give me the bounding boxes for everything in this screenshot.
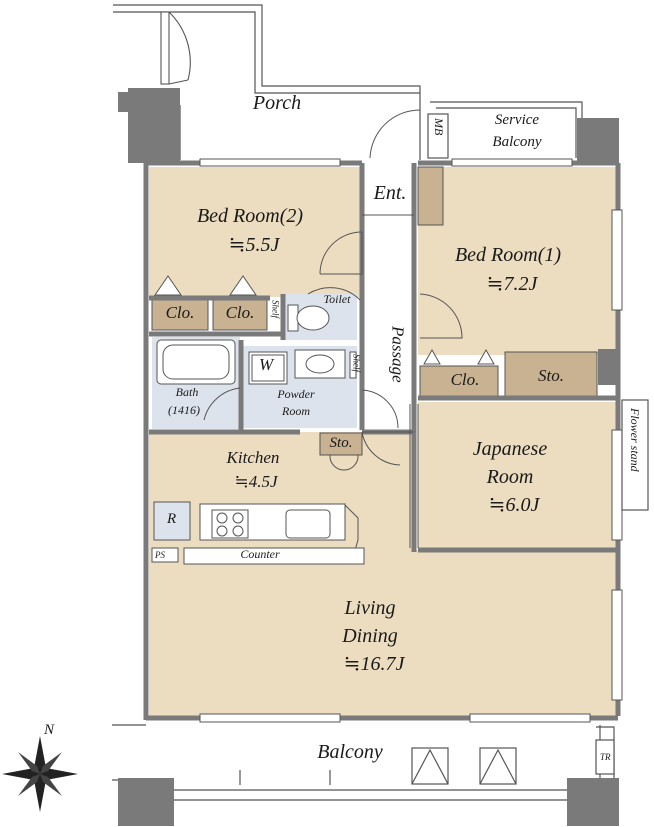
living-label: Living (344, 597, 396, 619)
passage-label: Passage (388, 326, 408, 383)
kitchen-name: Kitchen (226, 448, 280, 467)
closet-a-label: Clo. (165, 303, 195, 322)
storage-a-label: Sto. (329, 435, 353, 451)
service-balcony-label-1: Service (494, 112, 540, 128)
bedroom1-floor (418, 167, 616, 355)
gate-door (160, 11, 191, 85)
entrance-area (362, 214, 414, 433)
mb-box (427, 113, 449, 159)
closet-hinges (154, 275, 495, 365)
closet-a-block (151, 297, 209, 331)
balcony-label: Balcony (317, 741, 383, 763)
powder-room-label-2: Room (282, 404, 310, 418)
storage-a-block (319, 432, 363, 456)
bath-name: Bath (175, 385, 199, 399)
living-kitchen-floor (149, 432, 616, 716)
bathtub (156, 339, 236, 385)
bedroom2-floor (149, 167, 362, 297)
bath-size: (1416) (168, 403, 200, 417)
balcony-rail (112, 724, 615, 801)
service-balcony-label-2: Balcony (492, 134, 542, 150)
japanese-room-label-1: Japanese (472, 438, 548, 460)
japanese-room-label-2: Room (486, 466, 534, 488)
storage-b-block (504, 351, 598, 397)
toilet-label: Toilet (323, 292, 351, 306)
bedroom2-size: ≒5.5J (228, 234, 280, 256)
windows (199, 158, 623, 723)
north-label: N (44, 722, 55, 738)
storage-blocks (151, 166, 598, 456)
shelf-label-a: Shelf (270, 300, 281, 318)
japanese-room-size: ≒6.0J (488, 494, 540, 516)
counter-label: Counter (240, 547, 280, 561)
japanese-room-floor (418, 402, 616, 548)
bedroom1-size: ≒7.2J (486, 273, 538, 295)
ps-label: PS (155, 550, 165, 560)
storage-b-label: Sto. (538, 366, 564, 385)
closet-c-block (419, 365, 499, 397)
kitchen-size: ≒4.5J (234, 472, 278, 491)
mb-label: MB (431, 118, 446, 136)
entrance-label: Ent. (373, 182, 407, 204)
flower-stand-label: Flower stand (627, 408, 642, 472)
bedroom2-name: Bed Room(2) (196, 205, 304, 227)
bedroom1-name: Bed Room(1) (454, 244, 562, 266)
toilet-fixture (287, 304, 330, 332)
doors (203, 109, 463, 548)
tr-label: TR (600, 752, 611, 762)
powder-fixtures (248, 349, 357, 385)
dining-label: Dining (342, 625, 398, 647)
compass-icon (2, 736, 78, 812)
washer-label: W (259, 355, 274, 374)
living-dining-size: ≒16.7J (343, 653, 405, 675)
refrigerator-label: R (167, 511, 177, 527)
wall-columns (118, 88, 619, 826)
flower-stand-frame (621, 399, 649, 511)
closet-b-label: Clo. (225, 303, 255, 322)
closet-c-label: Clo. (450, 370, 480, 389)
powder-room-label-1: Powder (277, 387, 315, 401)
porch-label: Porch (252, 92, 302, 114)
entrance-storage-block (417, 166, 444, 226)
kitchen-counter (151, 501, 365, 565)
shelf-label-b: Shelf (351, 354, 362, 372)
